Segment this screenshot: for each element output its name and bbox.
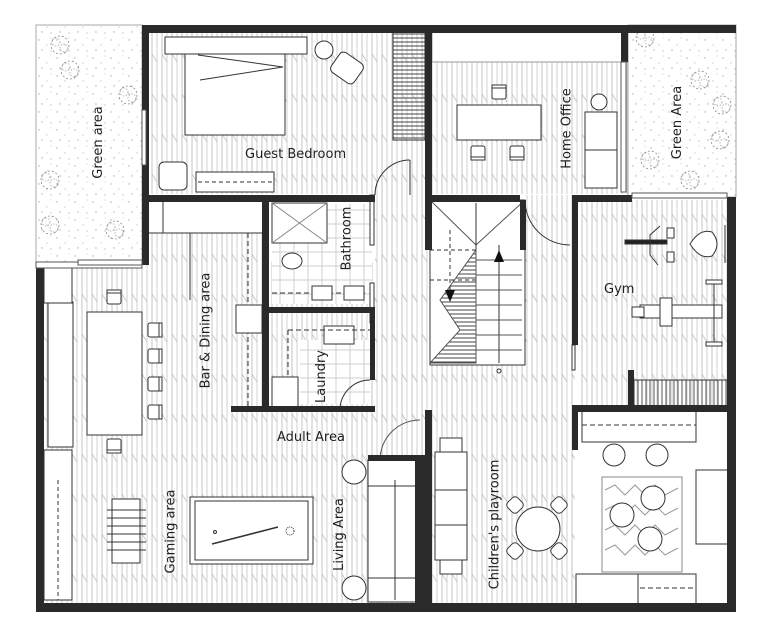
bath-sink-1 xyxy=(311,285,333,301)
living-gaming-furniture xyxy=(107,419,421,603)
laundry-sink xyxy=(323,325,355,345)
dining-table xyxy=(86,311,143,436)
bathroom-fixtures xyxy=(271,202,371,411)
floor-lamp xyxy=(590,93,608,111)
end-table-top xyxy=(341,459,367,485)
bar-sink xyxy=(235,304,263,334)
label-bathroom: Bathroom xyxy=(339,206,355,271)
closet xyxy=(392,31,426,141)
label-gym: Gym xyxy=(604,282,635,297)
bath-sink-2 xyxy=(343,285,365,301)
label-living-area: Living Area xyxy=(331,498,347,571)
label-guest-bedroom: Guest Bedroom xyxy=(245,147,347,162)
label-adult-area: Adult Area xyxy=(277,430,345,445)
home-office-furniture xyxy=(431,31,629,189)
bench-seat xyxy=(47,301,74,448)
pool-table xyxy=(189,496,314,565)
bar-counter xyxy=(147,199,267,234)
playroom-sofa xyxy=(434,451,468,561)
bar-dining-furniture xyxy=(43,199,267,601)
gym-equipment xyxy=(624,225,729,409)
headboard xyxy=(164,36,308,55)
washer xyxy=(271,376,299,411)
living-sofa xyxy=(367,459,421,603)
staircase xyxy=(428,199,526,374)
label-laundry: Laundry xyxy=(313,350,329,403)
label-bar-dining: Bar & Dining area xyxy=(198,272,214,389)
armchair xyxy=(330,51,364,85)
side-table xyxy=(314,40,334,60)
label-home-office: Home Office xyxy=(559,88,575,169)
toilet xyxy=(281,252,303,270)
label-green-area-left: Green area xyxy=(90,106,106,179)
bedroom-chair xyxy=(158,161,188,191)
label-gaming-area: Gaming area xyxy=(163,489,179,574)
playroom-furniture xyxy=(434,409,729,605)
end-table-bottom xyxy=(341,575,367,601)
foosball-table xyxy=(111,498,141,564)
windows xyxy=(77,61,728,266)
kids-table xyxy=(515,506,561,552)
label-childrens-playroom: Children's playroom xyxy=(487,459,503,590)
green-area-left-zone xyxy=(35,24,143,264)
desk xyxy=(456,104,542,141)
green-area-right-zone xyxy=(627,24,737,198)
label-green-area-right: Green Area xyxy=(670,85,686,160)
guest-bedroom-furniture xyxy=(158,36,364,193)
